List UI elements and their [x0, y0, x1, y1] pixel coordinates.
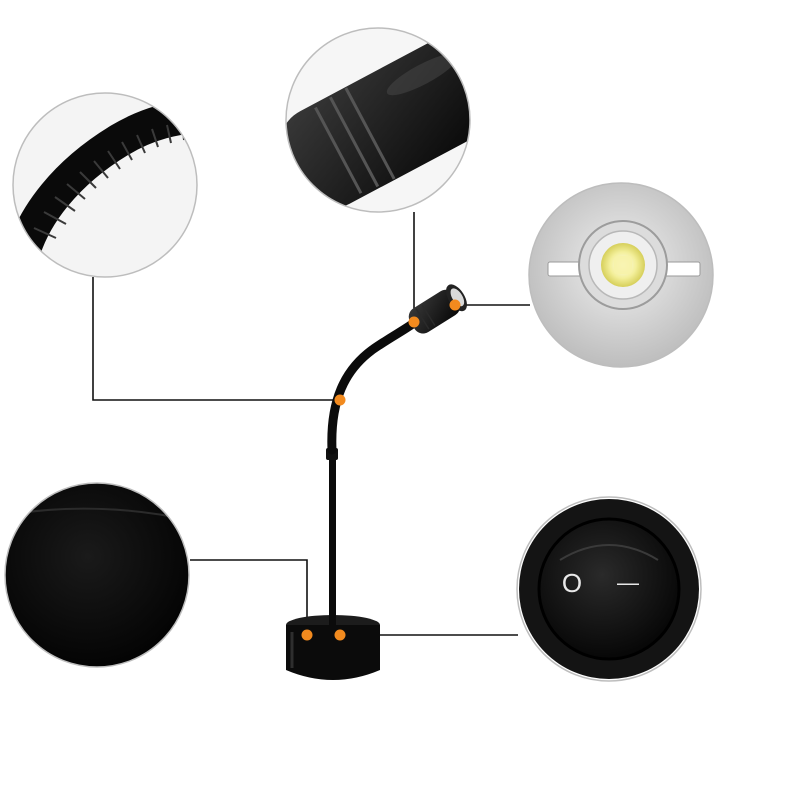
lamp-gooseneck	[327, 315, 423, 455]
lamp-stem	[329, 455, 336, 627]
callout-markers	[301, 299, 461, 641]
detail-circle-base	[4, 482, 190, 668]
detail-circle-led	[528, 182, 714, 368]
detail-circle-head	[285, 27, 471, 213]
detail-circle-hose	[12, 92, 198, 278]
marker-switch	[334, 629, 346, 641]
rocker-switch-image	[537, 517, 681, 661]
marker-base	[301, 629, 313, 641]
lamp-head-grip-image	[286, 35, 470, 209]
marker-head	[408, 316, 420, 328]
detail-circle-switch: O —	[516, 496, 702, 682]
lamp-head	[408, 284, 467, 334]
leader-line-hose	[92, 277, 340, 401]
led-chip-image	[547, 220, 701, 310]
lamp-product	[286, 284, 467, 680]
switch-off-symbol: O	[562, 568, 582, 598]
marker-led	[449, 299, 461, 311]
marker-hose	[334, 394, 346, 406]
leader-line-base	[190, 559, 308, 635]
lamp-base-body	[286, 625, 380, 680]
switch-on-symbol: —	[617, 570, 639, 595]
